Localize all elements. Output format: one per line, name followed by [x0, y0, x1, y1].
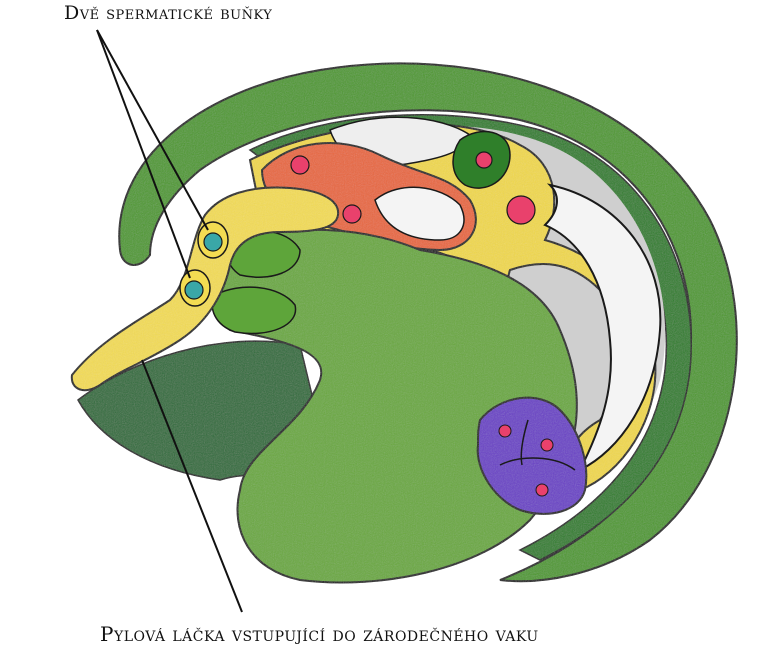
micropyle-lobe-lower: [212, 287, 295, 333]
lobe-nucleus: [476, 152, 492, 168]
sperm-cell-1: [204, 233, 222, 251]
synergid-nucleus-2: [343, 205, 361, 223]
label-pollen-tube: Pylová láčka vstupující do zárodečného v…: [100, 622, 539, 646]
synergid-nucleus-1: [291, 156, 309, 174]
sperm-cell-2: [185, 281, 203, 299]
antipodal-nucleus-1: [499, 425, 511, 437]
label-sperm-cells: Dvě spermatické buňky: [64, 2, 272, 24]
egg-cell-nucleus: [507, 196, 535, 224]
antipodal-nucleus-2: [541, 439, 553, 451]
antipodal-nucleus-3: [536, 484, 548, 496]
